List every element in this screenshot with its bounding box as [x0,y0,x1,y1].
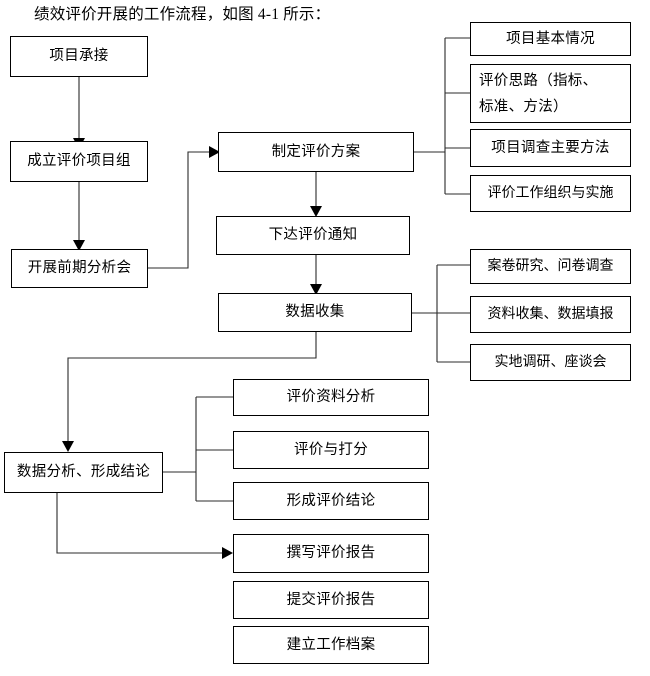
node-field-research-symposium[interactable]: 实地调研、座谈会 [470,344,631,381]
node-label: 成立评价项目组 [27,153,131,169]
node-label: 项目基本情况 [506,30,595,47]
arrowhead-n6-n7 [62,441,74,452]
link-n7-r1 [56,493,222,554]
node-issue-evaluation-notice[interactable]: 下达评价通知 [216,216,410,255]
node-label: 案卷研究、问卷调查 [487,259,614,274]
node-label: 评价资料分析 [286,389,376,405]
node-data-analysis-conclusion[interactable]: 数据分析、形成结论 [4,452,163,493]
figure-caption: 绩效评价开展的工作流程，如图 4-1 所示： [34,6,331,23]
node-material-data-collection[interactable]: 资料收集、数据填报 [470,296,631,333]
node-write-evaluation-report[interactable]: 撰写评价报告 [233,534,429,573]
node-data-collection[interactable]: 数据收集 [218,293,412,332]
node-label: 提交评价报告 [286,591,376,608]
node-label-line2: 标准、方法） [479,98,568,115]
node-establish-evaluation-team[interactable]: 成立评价项目组 [10,141,148,182]
node-formulate-evaluation-plan[interactable]: 制定评价方案 [218,132,414,172]
node-establish-work-archive[interactable]: 建立工作档案 [233,626,429,664]
node-label: 项目调查主要方法 [491,139,610,156]
link-n3-n4 [148,151,209,269]
node-project-survey-methods[interactable]: 项目调查主要方法 [470,129,631,167]
node-evaluation-material-analysis[interactable]: 评价资料分析 [233,379,429,416]
node-label: 数据收集 [285,304,345,320]
node-case-study-questionnaire[interactable]: 案卷研究、问卷调查 [470,249,631,284]
node-project-basic-situation[interactable]: 项目基本情况 [470,22,631,56]
node-label: 形成评价结论 [286,492,376,509]
node-evaluation-approach[interactable]: 评价思路（指标、 标准、方法） [470,64,631,123]
arrowhead-n7-r1 [222,547,233,559]
node-label: 数据分析、形成结论 [16,464,151,480]
node-label: 评价工作组织与实施 [487,186,614,201]
node-label: 资料收集、数据填报 [487,307,614,322]
node-evaluation-scoring[interactable]: 评价与打分 [233,431,429,469]
node-form-evaluation-conclusion[interactable]: 形成评价结论 [233,482,429,520]
node-submit-evaluation-report[interactable]: 提交评价报告 [233,581,429,619]
node-label-multiline: 评价思路（指标、 标准、方法） [479,68,597,120]
node-label-line1: 评价思路（指标、 [479,72,598,89]
node-label: 制定评价方案 [271,143,361,160]
node-label: 项目承接 [49,48,109,64]
node-label: 实地调研、座谈会 [494,355,607,370]
node-label: 撰写评价报告 [286,545,376,561]
node-preliminary-analysis-meeting[interactable]: 开展前期分析会 [11,249,148,288]
node-evaluation-work-organization[interactable]: 评价工作组织与实施 [470,175,631,212]
node-project-undertaking[interactable]: 项目承接 [10,36,148,77]
node-label: 开展前期分析会 [27,260,132,276]
node-label: 建立工作档案 [286,636,376,653]
node-label: 下达评价通知 [268,227,358,243]
node-label: 评价与打分 [294,441,368,458]
